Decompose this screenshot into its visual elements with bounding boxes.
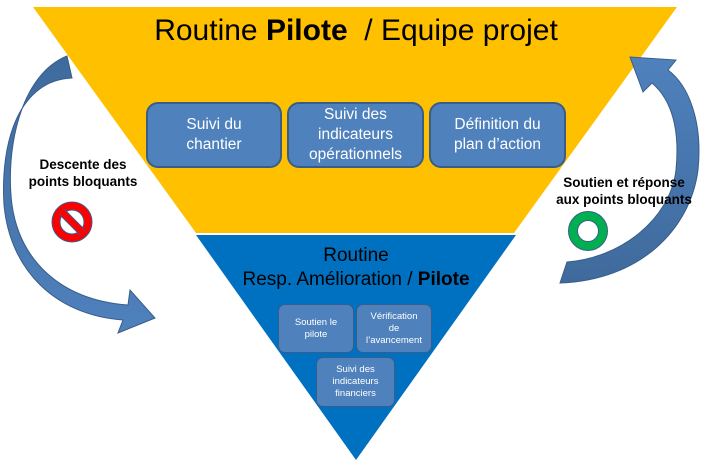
box-line: de <box>388 322 400 334</box>
label-line: Descente des <box>39 157 127 172</box>
box-definition-plan-action: Définition du plan d’action <box>429 102 566 168</box>
box-line: plan d’action <box>453 136 542 153</box>
box-line: indicateurs <box>332 376 379 387</box>
box-suivi-chantier: Suivi du chantier <box>146 102 282 168</box>
top-title-bold: Pilote <box>265 14 348 47</box>
box-line: chantier <box>186 136 242 153</box>
label-line: Soutien et réponse <box>563 175 685 190</box>
label-line: aux points bloquants <box>556 192 692 207</box>
box-line: indicateurs <box>318 126 393 143</box>
bottom-title-prefix: Resp. Amélioration / <box>242 269 418 290</box>
box-line: Soutien le <box>294 316 338 328</box>
box-line: pilote <box>304 328 328 340</box>
bottom-title: Routine Resp. Amélioration / Pilote <box>0 244 712 292</box>
box-line: Suivi des <box>324 106 387 123</box>
label-line: points bloquants <box>28 174 138 189</box>
right-curved-arrow <box>559 56 700 284</box>
top-title-suffix: / Equipe projet <box>347 14 558 47</box>
box-line: Suivi des <box>336 364 375 375</box>
box-line: Définition du <box>454 116 541 133</box>
box-line: opérationnels <box>308 146 403 163</box>
right-arrow-label: Soutien et réponse aux points bloquants <box>538 174 710 208</box>
top-title-prefix: Routine <box>154 14 266 47</box>
bottom-title-bold: Pilote <box>417 269 470 290</box>
box-line: financiers <box>335 388 376 399</box>
box-line: l’avancement <box>366 334 422 346</box>
ok-ring-icon <box>568 211 608 251</box>
box-line: Vérification <box>370 310 418 322</box>
left-curved-arrow <box>3 55 156 334</box>
left-arrow-label: Descente des points bloquants <box>18 156 148 190</box>
prohibited-icon <box>51 201 93 243</box>
bottom-title-line1: Routine <box>323 245 389 266</box>
box-line: Suivi du <box>186 116 242 133</box>
top-title: Routine Pilote / Equipe projet <box>0 14 712 48</box>
box-suivi-indicateurs-operationnels: Suivi des indicateurs opérationnels <box>287 102 424 168</box>
